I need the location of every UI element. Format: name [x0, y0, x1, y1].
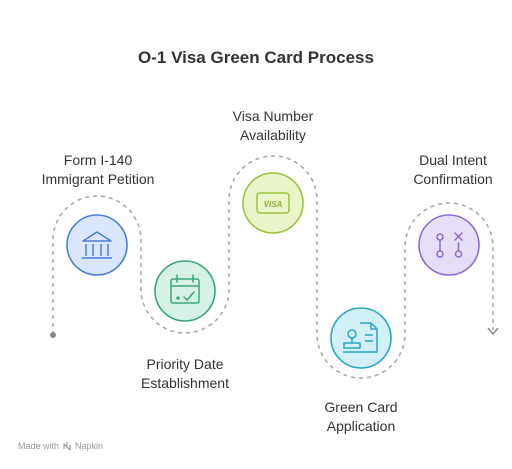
step-3-circle — [242, 172, 304, 234]
step-5-node — [418, 214, 480, 276]
step-2-label: Priority Date Establishment — [126, 355, 244, 393]
diagram-title: O-1 Visa Green Card Process — [138, 48, 374, 67]
step-3-label: Visa Number Availability — [213, 107, 333, 145]
step-4-label-line2: Application — [326, 418, 396, 434]
visa-card-icon: VISA — [256, 192, 290, 214]
step-2-node — [154, 260, 216, 322]
calendar-check-icon — [170, 274, 200, 304]
step-3-label-line2: Availability — [240, 127, 306, 143]
step-1-node — [66, 214, 128, 276]
napkin-logo-icon — [63, 442, 71, 451]
step-4-node — [330, 307, 392, 369]
step-3-label-line1: Visa Number — [232, 108, 314, 124]
step-5-label-line1: Dual Intent — [419, 152, 487, 168]
step-4-circle — [330, 307, 392, 369]
start-dot — [50, 332, 56, 338]
document-stamp-icon — [343, 322, 378, 353]
step-4-label: Green Card Application — [301, 398, 421, 436]
step-1-label-line1: Form I-140 — [63, 152, 133, 168]
end-arrow — [487, 327, 499, 336]
step-5-label: Dual Intent Confirmation — [398, 151, 508, 189]
step-1-label-line2: Immigrant Petition — [41, 171, 155, 187]
connector-path — [52, 155, 494, 379]
options-icon — [436, 232, 463, 258]
made-with-text: Made with — [18, 441, 60, 451]
step-3-node: VISA — [242, 172, 304, 234]
step-2-label-line1: Priority Date — [146, 356, 224, 372]
made-with-footer[interactable]: Made with Napkin — [18, 441, 103, 451]
step-5-label-line2: Confirmation — [413, 171, 493, 187]
step-2-label-line2: Establishment — [141, 375, 229, 391]
step-4-label-line1: Green Card — [324, 399, 398, 415]
napkin-brand-text: Napkin — [75, 441, 104, 451]
step-2-circle — [154, 260, 216, 322]
step-1-label: Form I-140 Immigrant Petition — [38, 151, 158, 189]
step-5-circle — [418, 214, 480, 276]
bank-icon — [82, 231, 112, 259]
visa-badge-text: VISA — [264, 200, 283, 209]
step-1-circle — [66, 214, 128, 276]
